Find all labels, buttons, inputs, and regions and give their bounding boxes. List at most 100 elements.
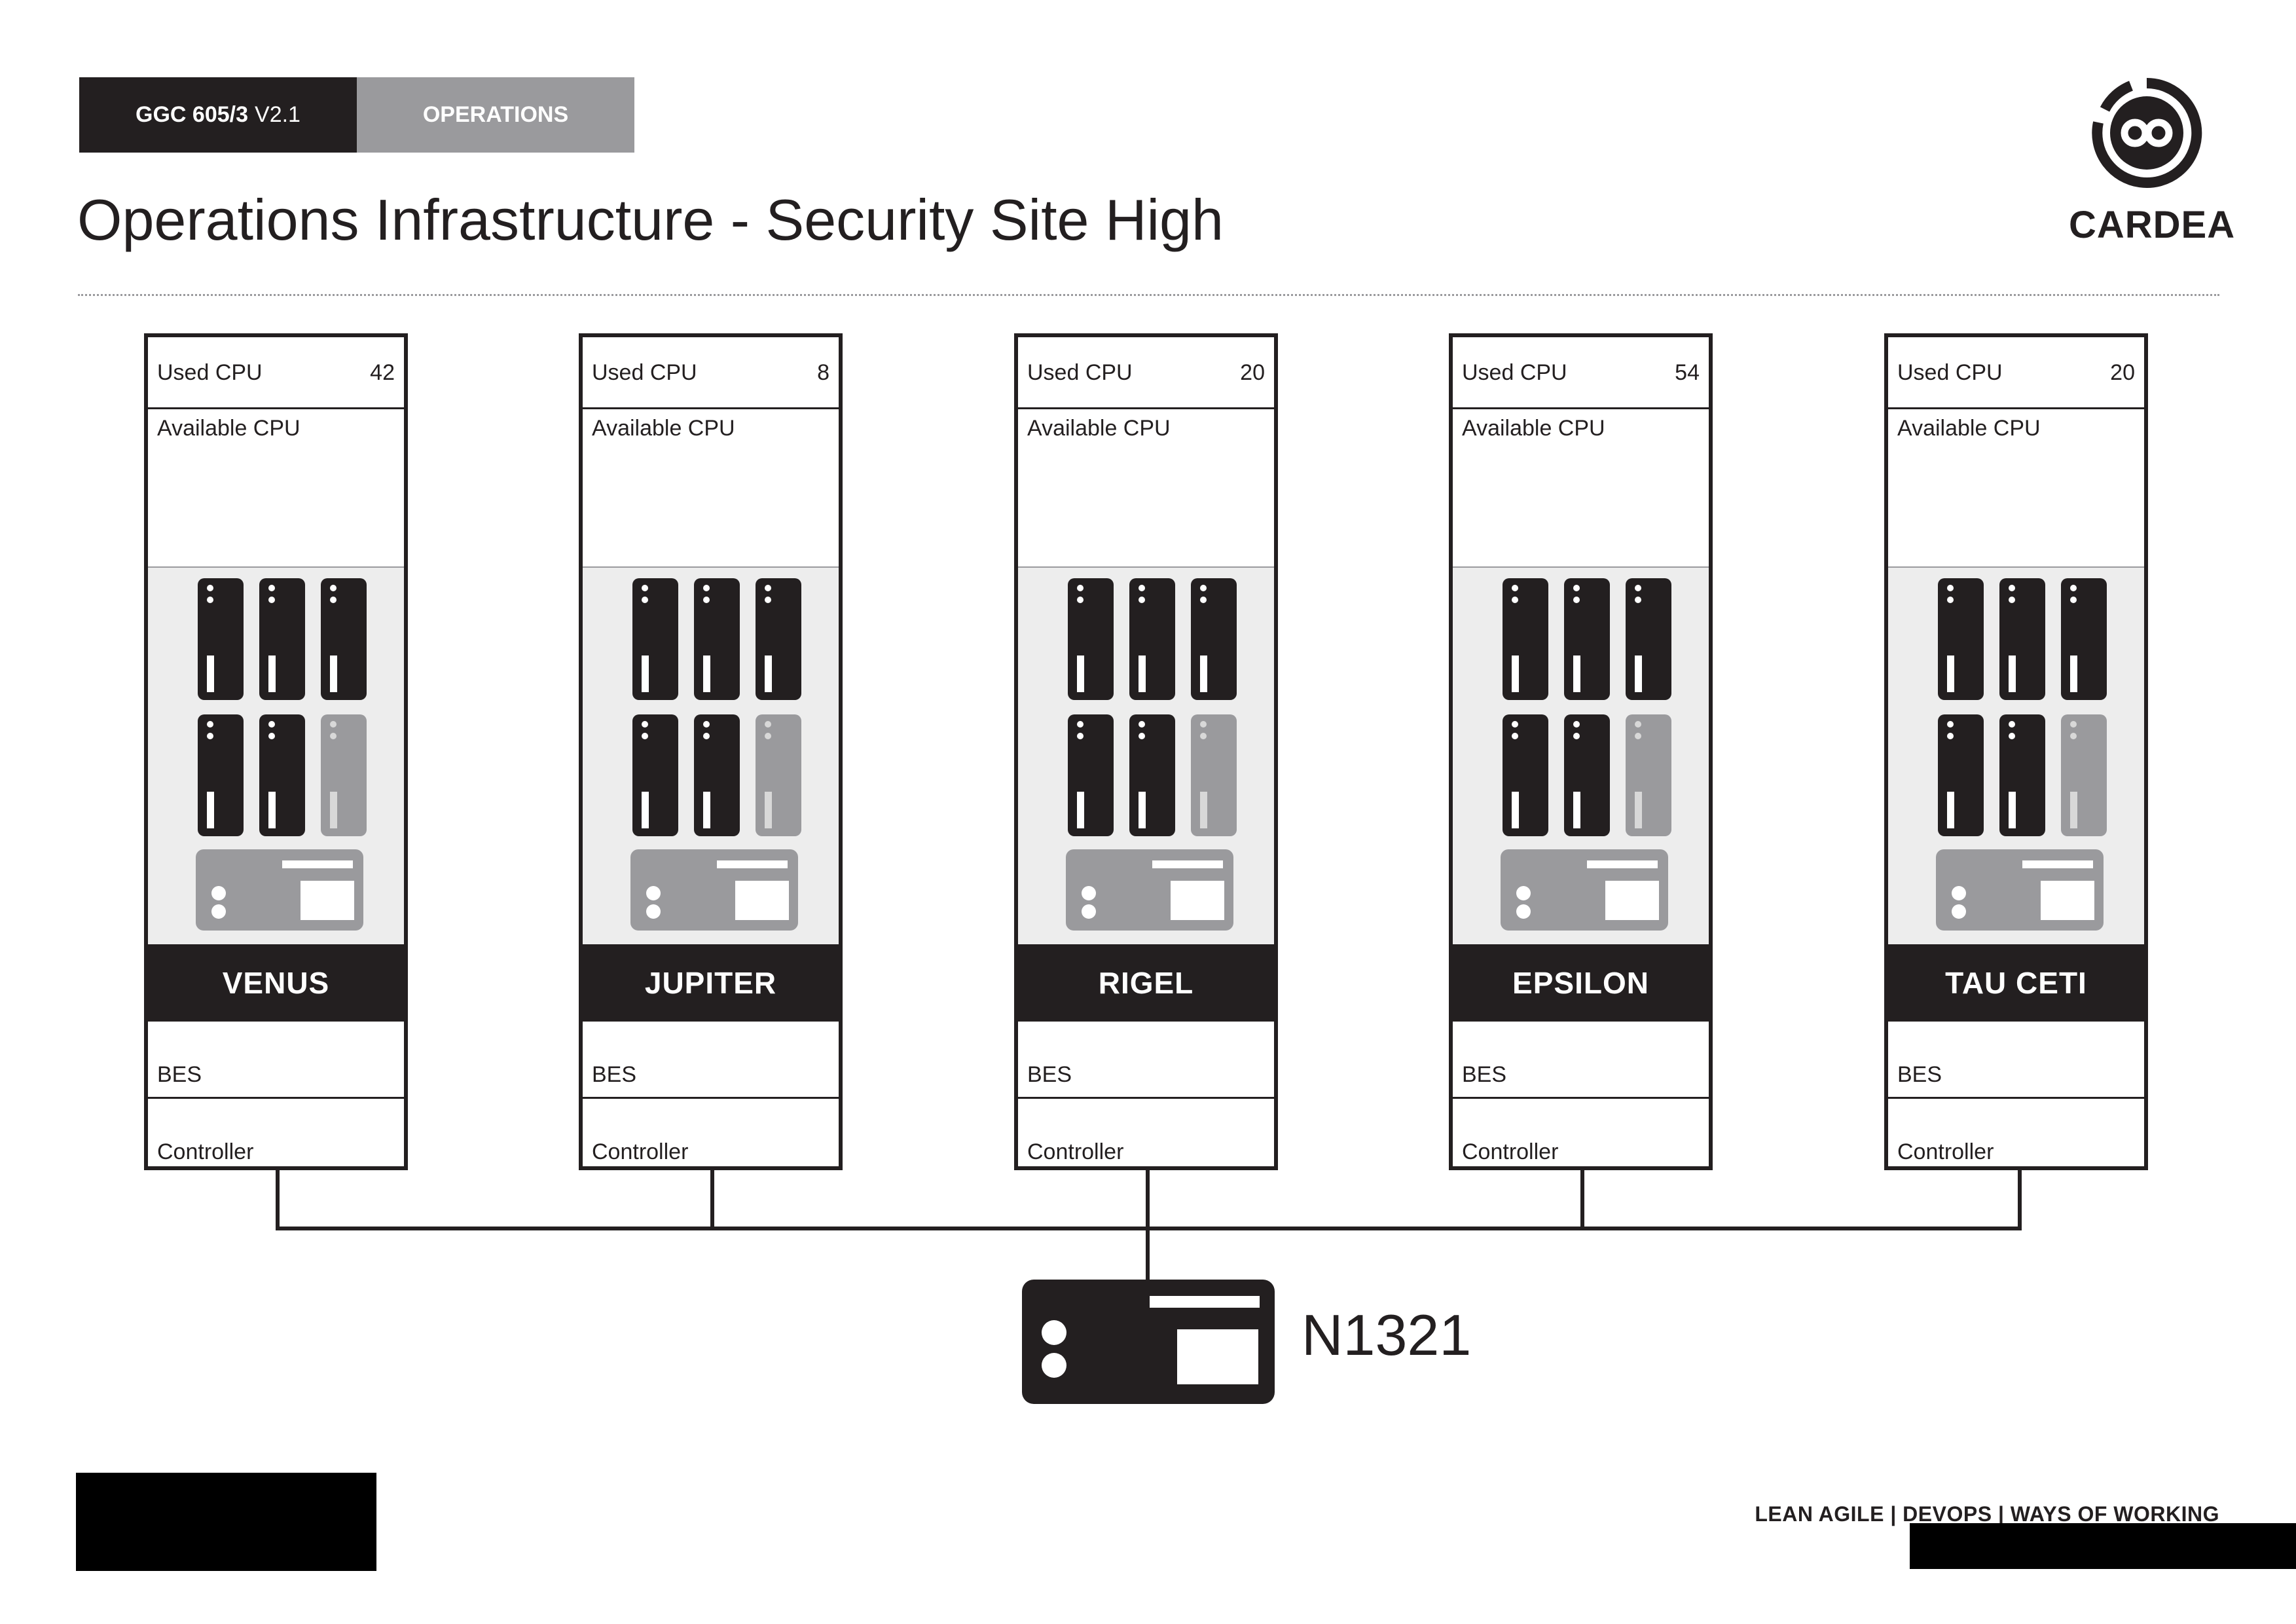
- controller-row: Controller: [583, 1099, 839, 1166]
- server-blade-icon: [1938, 578, 1984, 700]
- server-blade-icon: [259, 578, 305, 700]
- used-cpu-value: 20: [2110, 360, 2135, 385]
- server-blade-icon: [2061, 714, 2107, 836]
- used-cpu-row: Used CPU 54: [1453, 337, 1709, 409]
- rack-name: VENUS: [144, 944, 408, 1022]
- used-cpu-label: Used CPU: [592, 360, 697, 385]
- network-switch-icon: [1936, 849, 2104, 931]
- used-cpu-value: 54: [1675, 360, 1700, 385]
- server-blade-icon: [198, 714, 244, 836]
- server-bay: [1888, 568, 2144, 944]
- network-switch-icon: [1501, 849, 1668, 931]
- controller-label: Controller: [592, 1139, 689, 1164]
- server-bay: [1453, 568, 1709, 944]
- footer-tagline: LEAN AGILE | DEVOPS | WAYS OF WORKING: [1755, 1502, 2219, 1526]
- used-cpu-value: 42: [370, 360, 395, 385]
- server-blade-icon: [1999, 714, 2045, 836]
- server-blade-icon: [1999, 578, 2045, 700]
- server-blade-icon: [1626, 714, 1671, 836]
- server-blade-icon: [1626, 578, 1671, 700]
- server-blade-icon: [321, 714, 367, 836]
- rack-name: JUPITER: [579, 944, 843, 1022]
- available-cpu-row: Available CPU: [148, 409, 404, 568]
- server-blade-icon: [694, 714, 740, 836]
- rack-drop-wire: [2018, 1170, 2022, 1228]
- server-bay: [1018, 568, 1274, 944]
- available-cpu-label: Available CPU: [592, 416, 735, 441]
- used-cpu-label: Used CPU: [1897, 360, 2003, 385]
- bes-row: BES: [1888, 1022, 2144, 1099]
- bes-label: BES: [157, 1062, 202, 1087]
- controller-row: Controller: [1888, 1099, 2144, 1166]
- server-blade-icon: [1564, 714, 1610, 836]
- used-cpu-label: Used CPU: [1462, 360, 1567, 385]
- bes-row: BES: [583, 1022, 839, 1099]
- server-blade-icon: [1564, 578, 1610, 700]
- server-blade-icon: [632, 578, 678, 700]
- server-blade-icon: [632, 714, 678, 836]
- server-blade-icon: [1503, 714, 1548, 836]
- server-bay: [583, 568, 839, 944]
- redacted-block-right: [1910, 1523, 2296, 1569]
- controller-row: Controller: [1453, 1099, 1709, 1166]
- available-cpu-row: Available CPU: [583, 409, 839, 568]
- logo-wordmark: CARDEA: [2069, 204, 2236, 246]
- bes-label: BES: [1897, 1062, 1942, 1087]
- rack-drop-wire: [1146, 1170, 1150, 1282]
- server-blade-icon: [1068, 714, 1114, 836]
- server-blade-icon: [1503, 578, 1548, 700]
- rack-drop-wire: [710, 1170, 714, 1228]
- controller-label: Controller: [157, 1139, 254, 1164]
- available-cpu-label: Available CPU: [1462, 416, 1605, 441]
- server-blade-icon: [321, 578, 367, 700]
- document-code-tab: GGC 605/3 V2.1: [79, 77, 357, 153]
- redacted-block-left: [76, 1473, 376, 1571]
- rack-drop-wire: [276, 1170, 280, 1228]
- controller-label: Controller: [1027, 1139, 1124, 1164]
- bes-row: BES: [1018, 1022, 1274, 1099]
- server-blade-icon: [1129, 578, 1175, 700]
- server-blade-icon: [259, 714, 305, 836]
- bes-row: BES: [1453, 1022, 1709, 1099]
- controller-label: Controller: [1462, 1139, 1559, 1164]
- server-bay: [148, 568, 404, 944]
- server-blade-icon: [198, 578, 244, 700]
- server-blade-icon: [1129, 714, 1175, 836]
- server-blade-icon: [756, 578, 801, 700]
- bes-label: BES: [592, 1062, 637, 1087]
- available-cpu-row: Available CPU: [1888, 409, 2144, 568]
- server-blade-icon: [2061, 578, 2107, 700]
- infinity-ring-icon: [2092, 77, 2202, 188]
- hub-device-label: N1321: [1302, 1302, 1472, 1367]
- available-cpu-label: Available CPU: [1027, 416, 1171, 441]
- document-version: V2.1: [255, 102, 301, 127]
- rack-drop-wire: [1580, 1170, 1584, 1228]
- rack-name: EPSILON: [1449, 944, 1713, 1022]
- header-divider: [78, 294, 2219, 296]
- bes-label: BES: [1462, 1062, 1507, 1087]
- server-blade-icon: [1068, 578, 1114, 700]
- used-cpu-label: Used CPU: [1027, 360, 1133, 385]
- server-blade-icon: [1191, 578, 1237, 700]
- used-cpu-row: Used CPU 20: [1888, 337, 2144, 409]
- section-tab[interactable]: OPERATIONS: [357, 77, 634, 153]
- server-blade-icon: [1191, 714, 1237, 836]
- server-blade-icon: [1938, 714, 1984, 836]
- server-blade-icon: [756, 714, 801, 836]
- rack-name: RIGEL: [1014, 944, 1278, 1022]
- available-cpu-row: Available CPU: [1018, 409, 1274, 568]
- network-switch-icon: [1066, 849, 1233, 931]
- controller-row: Controller: [1018, 1099, 1274, 1166]
- page-title: Operations Infrastructure - Security Sit…: [77, 187, 1224, 252]
- available-cpu-label: Available CPU: [157, 416, 301, 441]
- server-blade-icon: [694, 578, 740, 700]
- rack-name: TAU CETI: [1884, 944, 2148, 1022]
- available-cpu-label: Available CPU: [1897, 416, 2041, 441]
